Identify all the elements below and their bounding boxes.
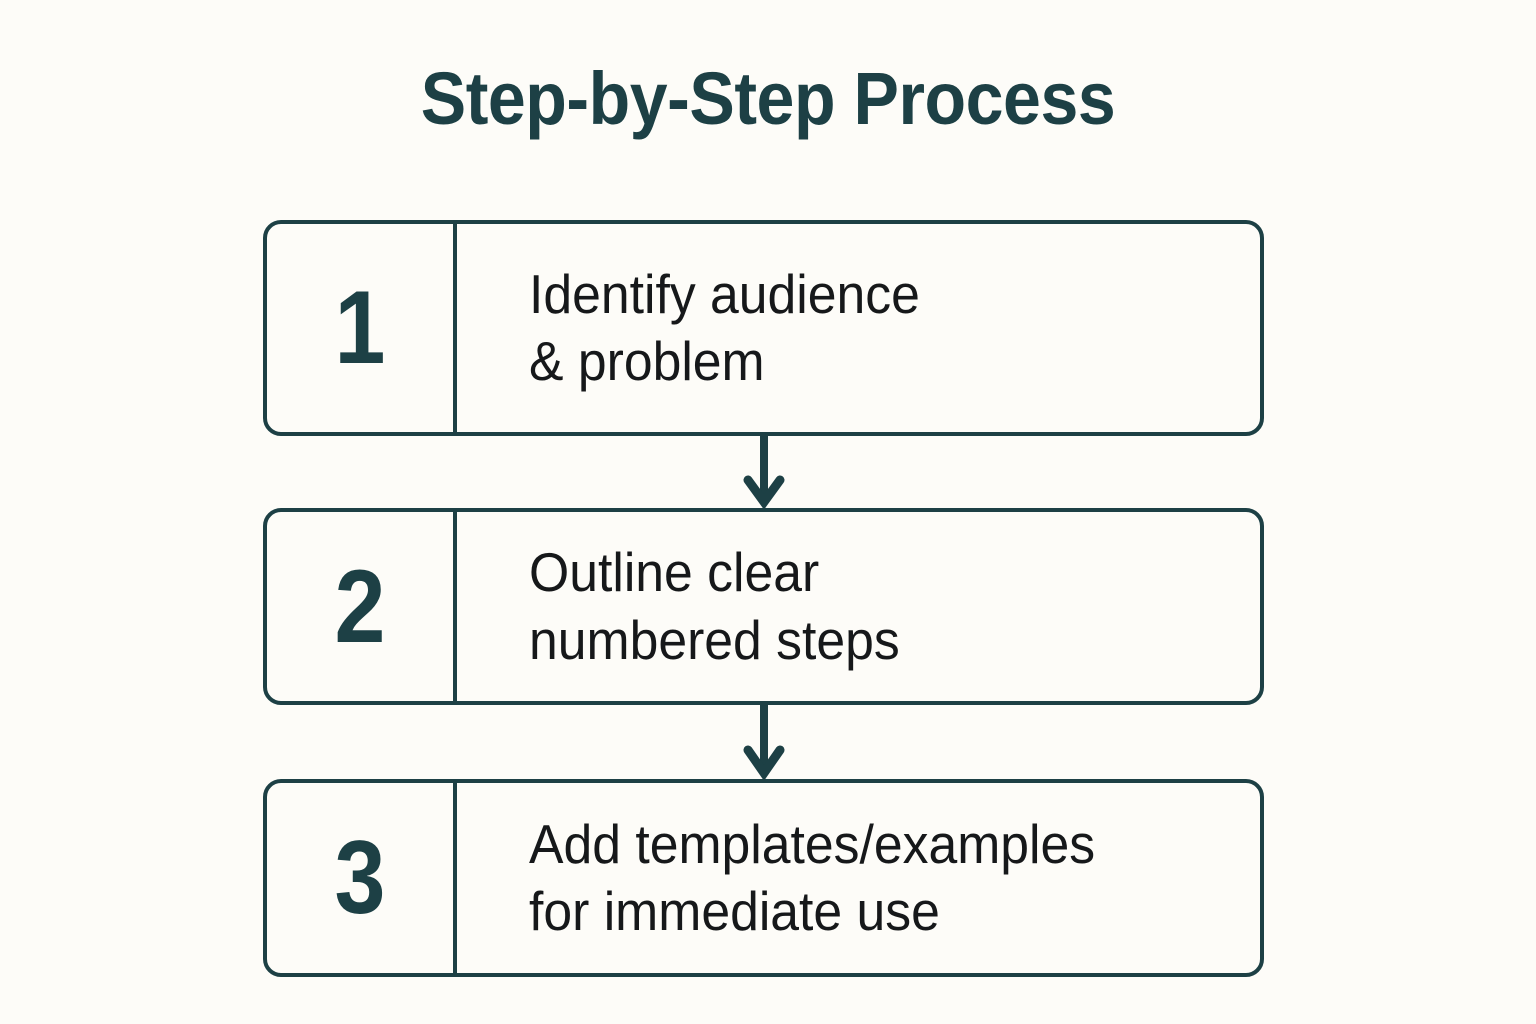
step-card-2[interactable]: 2 Outline clear numbered steps <box>263 508 1264 705</box>
step-card-3[interactable]: 3 Add templates/examples for immediate u… <box>263 779 1264 977</box>
arrow-down-icon <box>743 705 784 779</box>
step-text-2: Outline clear numbered steps <box>529 541 900 671</box>
step-text-1: Identify audience & problem <box>529 262 920 392</box>
steps-list: 1 Identify audience & problem 2 Outline … <box>263 220 1264 977</box>
page-title: Step-by-Step Process <box>420 57 1116 140</box>
step-text-3: Add templates/examples for immediate use <box>529 812 1096 942</box>
step-number-3: 3 <box>334 820 386 936</box>
step-number-cell-1: 1 <box>267 224 457 432</box>
connector-2 <box>263 705 1264 779</box>
connector-1 <box>263 436 1264 508</box>
step-text-cell-1: Identify audience & problem <box>457 224 1260 432</box>
arrow-down-icon <box>743 436 784 508</box>
step-number-cell-2: 2 <box>267 512 457 701</box>
step-number-cell-3: 3 <box>267 783 457 973</box>
step-card-1[interactable]: 1 Identify audience & problem <box>263 220 1264 436</box>
step-text-cell-3: Add templates/examples for immediate use <box>457 783 1260 973</box>
step-number-2: 2 <box>334 548 386 665</box>
step-text-cell-2: Outline clear numbered steps <box>457 512 1260 701</box>
step-number-1: 1 <box>334 270 386 386</box>
